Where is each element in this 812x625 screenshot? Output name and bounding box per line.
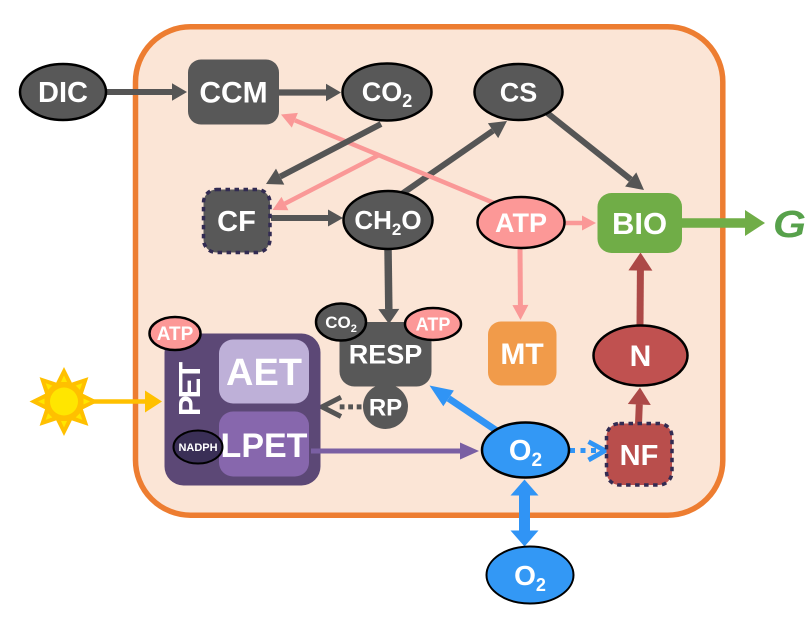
svg-text:LPET: LPET: [221, 427, 308, 465]
svg-text:NF: NF: [620, 440, 659, 472]
svg-text:CH2O: CH2O: [354, 205, 421, 239]
svg-text:BIO: BIO: [612, 206, 667, 241]
svg-text:RESP: RESP: [349, 340, 423, 370]
svg-text:CO2: CO2: [325, 313, 357, 335]
svg-text:G: G: [773, 204, 806, 246]
svg-text:RP: RP: [369, 395, 402, 422]
svg-text:CF: CF: [217, 206, 256, 238]
svg-text:CCM: CCM: [199, 77, 267, 110]
svg-text:DIC: DIC: [38, 77, 88, 109]
svg-text:PET: PET: [172, 362, 207, 416]
svg-text:ATP: ATP: [157, 324, 194, 345]
svg-text:ATP: ATP: [495, 208, 547, 238]
svg-text:AET: AET: [226, 352, 302, 394]
svg-text:MT: MT: [500, 338, 543, 371]
svg-text:N: N: [630, 340, 652, 373]
svg-text:ATP: ATP: [416, 315, 451, 335]
svg-text:CS: CS: [500, 78, 538, 108]
svg-text:NADPH: NADPH: [178, 442, 217, 454]
